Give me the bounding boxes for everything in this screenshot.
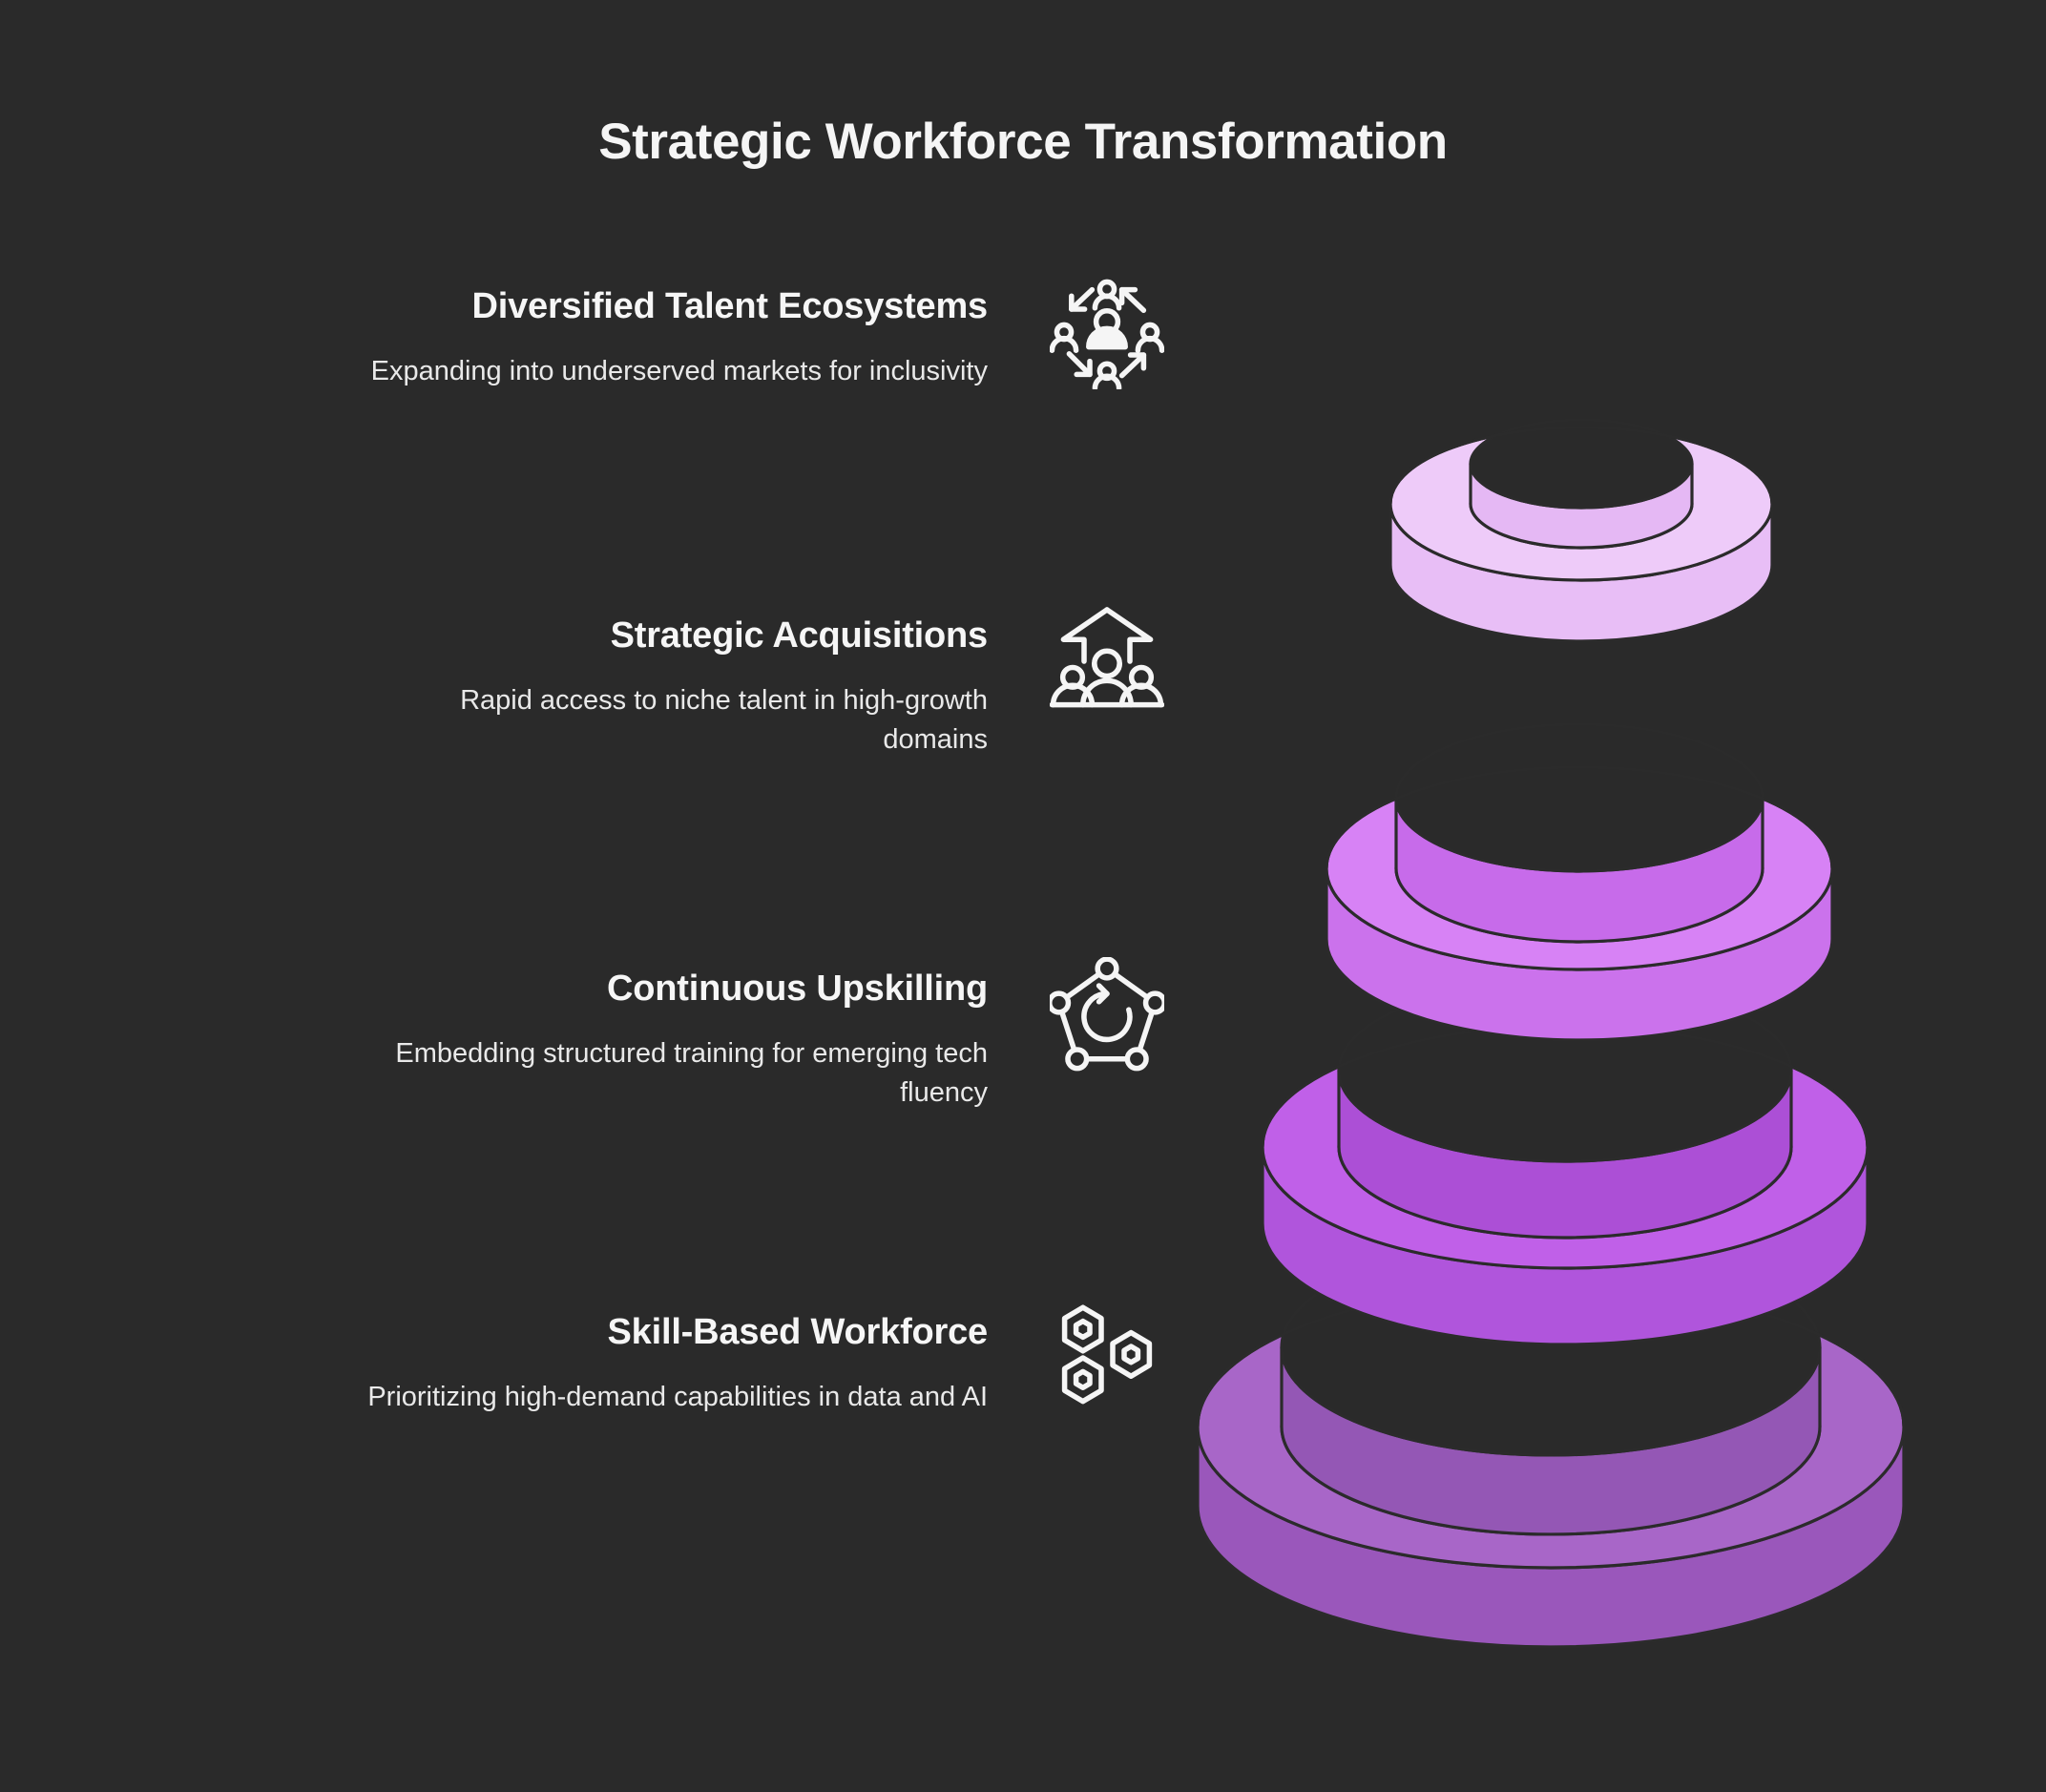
item-text-block: Strategic Acquisitions Rapid access to n… [0,615,1040,760]
item-heading: Continuous Upskilling [607,969,988,1009]
stacked-rings-pyramid [1169,286,1961,1670]
list-item: Continuous Upskilling Embedding structur… [0,957,1174,1113]
page-title: Strategic Workforce Transformation [598,114,1448,170]
ring-diversified-talent-ecosystems [1388,418,1774,643]
item-description: Rapid access to niche talent in high-gro… [460,684,988,755]
item-description: Embedding structured training for emergi… [395,1037,988,1108]
list-item: Skill-Based Workforce Prioritizing high-… [0,1304,1174,1417]
list-item: Diversified Talent Ecosystems Expanding … [0,279,1174,391]
hexagon-cluster-icon [1040,1301,1174,1417]
item-description: Expanding into underserved markets for i… [370,355,988,386]
item-text-block: Continuous Upskilling Embedding structur… [0,969,1040,1113]
pentagon-network-refresh-icon [1040,957,1174,1073]
items-column: Diversified Talent Ecosystems Expanding … [0,279,1174,1622]
item-heading: Diversified Talent Ecosystems [471,286,988,326]
item-text-block: Skill-Based Workforce Prioritizing high-… [0,1312,1040,1417]
item-description: Prioritizing high-demand capabilities in… [367,1381,988,1412]
ring-strategic-acquisitions [1325,722,1834,1042]
item-heading: Skill-Based Workforce [607,1312,989,1352]
group-growth-arrow-icon [1040,604,1174,720]
list-item: Strategic Acquisitions Rapid access to n… [0,607,1174,760]
item-text-block: Diversified Talent Ecosystems Expanding … [0,286,1040,391]
people-network-arrows-icon [1040,275,1174,391]
item-heading: Strategic Acquisitions [610,615,989,656]
